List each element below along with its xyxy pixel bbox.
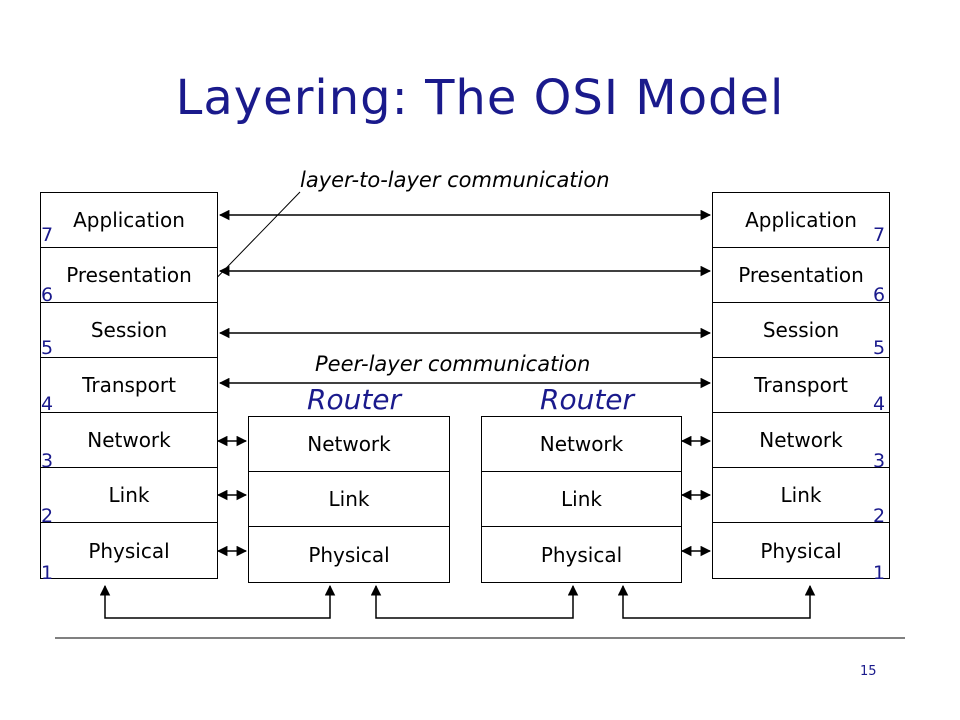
layer-physical: Physical (88, 538, 170, 563)
right-layer-number: 3 (873, 450, 886, 472)
layer-presentation: Presentation (713, 248, 889, 303)
left-layer-number: 1 (41, 562, 54, 584)
left-layer-number: 7 (41, 224, 54, 246)
layer-link: Link (713, 468, 889, 523)
layer-session: Session (713, 303, 889, 358)
layer-network: Network (482, 417, 681, 472)
right-host-stack: Application Presentation Session Transpo… (712, 192, 890, 579)
layer-link: Link (249, 472, 449, 527)
layer-link: Link (41, 468, 217, 523)
layer-physical: Physical (540, 542, 623, 567)
right-layer-number: 4 (873, 393, 886, 415)
router1-stack: Network Link Physical (248, 416, 450, 583)
left-layer-number: 6 (41, 284, 54, 306)
router-label-2: Router (540, 383, 635, 416)
layer-transport: Transport (41, 358, 217, 413)
layer-application: Application (713, 193, 889, 248)
left-layer-number: 3 (41, 450, 54, 472)
right-layer-number: 5 (873, 337, 886, 359)
layer-network: Network (249, 417, 449, 472)
right-layer-number: 1 (873, 562, 886, 584)
physical-link-2 (370, 584, 579, 619)
physical-link-3 (617, 584, 816, 619)
layer-physical: Physical (308, 542, 390, 567)
layer-network: Network (41, 413, 217, 468)
layer-transport: Transport (713, 358, 889, 413)
router2-stack: Network Link Physical (481, 416, 682, 583)
layer-link: Link (482, 472, 681, 527)
layer-session: Session (41, 303, 217, 358)
page-number: 15 (860, 664, 877, 679)
right-layer-number: 6 (873, 284, 886, 306)
left-layer-number: 2 (41, 505, 54, 527)
left-layer-number: 4 (41, 393, 54, 415)
layer-physical: Physical (760, 538, 842, 563)
layer-application: Application (41, 193, 217, 248)
left-layer-number: 5 (41, 337, 54, 359)
physical-link-1 (99, 584, 336, 619)
right-layer-number: 2 (873, 505, 886, 527)
right-layer-number: 7 (873, 224, 886, 246)
callout-pointer (202, 191, 301, 293)
router-label-1: Router (307, 383, 402, 416)
left-host-stack: Application Presentation Session Transpo… (40, 192, 218, 579)
slide-title: Layering: The OSI Model (175, 70, 785, 126)
layer-presentation: Presentation (41, 248, 217, 303)
layer-network: Network (713, 413, 889, 468)
layer-to-layer-label: layer-to-layer communication (300, 168, 610, 192)
peer-layer-label: Peer-layer communication (315, 352, 591, 376)
